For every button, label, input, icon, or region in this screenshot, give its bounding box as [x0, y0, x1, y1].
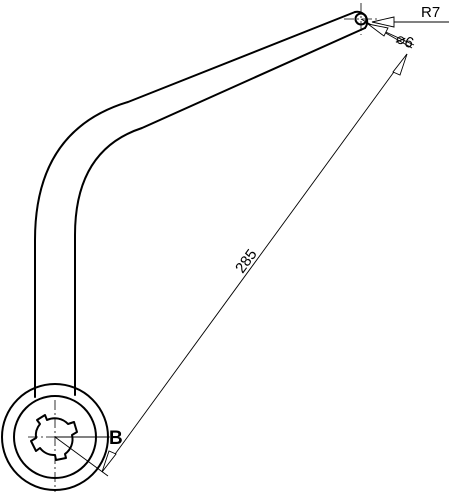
- radius-label: R7: [421, 4, 440, 21]
- large-end-boss: B: [1, 383, 123, 492]
- radius-callout: R7: [371, 4, 449, 28]
- section-label-b: B: [109, 428, 123, 449]
- diameter-arrow: [367, 23, 389, 37]
- arm-outer-edge: [34, 11, 356, 398]
- diameter-callout: ⌀6: [365, 22, 416, 52]
- arm-outline: [34, 10, 369, 398]
- length-dimension-text: 285: [232, 246, 260, 276]
- length-extension-line-bottom: [54, 436, 109, 477]
- radius-arrow: [371, 16, 395, 28]
- length-extension-line: [360, 18, 413, 49]
- small-end-hole: [344, 3, 380, 35]
- diameter-label: ⌀6: [394, 30, 416, 52]
- arm-inner-edge: [74, 27, 366, 396]
- length-arrow-top: [392, 53, 408, 76]
- keyed-bore: [30, 414, 78, 461]
- length-dimension-line: [101, 53, 408, 473]
- length-arrow-bottom: [101, 450, 117, 473]
